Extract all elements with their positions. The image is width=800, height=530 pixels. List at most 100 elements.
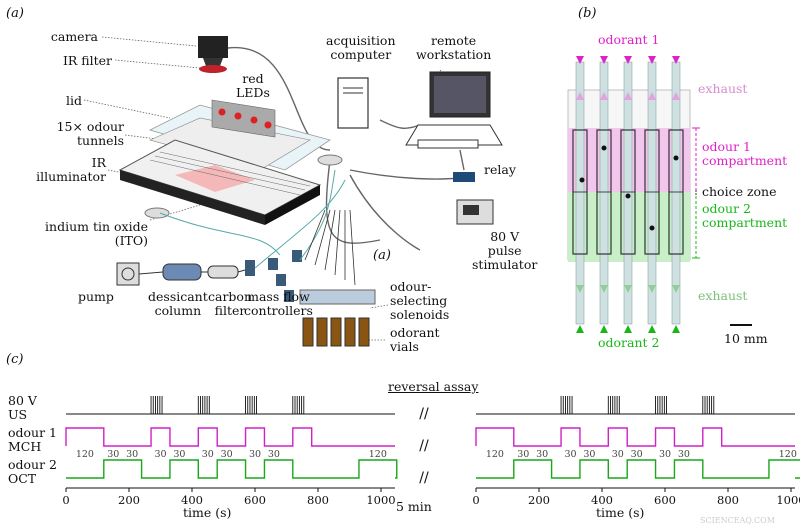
trace-line — [66, 459, 398, 479]
tick-label: 400 — [591, 493, 613, 507]
duration-label: 30 — [107, 449, 119, 460]
arrow-down-icon — [672, 285, 680, 293]
fly-icon — [579, 177, 585, 183]
duration-label: 30 — [202, 449, 214, 460]
label-choice-zone: choice zone — [702, 184, 777, 199]
arrow-up-icon — [600, 92, 608, 100]
tick-label: 600 — [244, 493, 266, 507]
duration-label: 30 — [631, 449, 643, 460]
duration-label: 30 — [612, 449, 624, 460]
arrow-up-icon — [600, 325, 608, 333]
arrow-up-icon — [576, 92, 584, 100]
break-mark: // — [419, 406, 429, 422]
camera-icon — [198, 36, 228, 73]
arrow-up-icon — [624, 325, 632, 333]
tick-label: 200 — [118, 493, 140, 507]
arrow-up-icon — [576, 325, 584, 333]
arrow-down-icon — [648, 285, 656, 293]
label-ito: indium tin oxide(ITO) — [45, 219, 148, 248]
vials-icon — [299, 289, 376, 347]
arrow-down-icon — [600, 56, 608, 64]
timeline-title: reversal assay — [388, 379, 479, 394]
tick-label: 1000 — [776, 493, 800, 507]
label-scale: 10 mm — [724, 331, 768, 346]
break-mark: // — [419, 470, 429, 486]
duration-label: 120 — [486, 449, 504, 460]
tick-label: 200 — [528, 493, 550, 507]
xlabel-right: time (s) — [596, 505, 645, 520]
duration-label: 30 — [536, 449, 548, 460]
label-odorant-1: odorant 1 — [598, 32, 660, 47]
arrow-down-icon — [624, 285, 632, 293]
arrow-down-icon — [648, 56, 656, 64]
panel-label-b: (b) — [578, 6, 597, 21]
tick-label: 800 — [307, 493, 329, 507]
duration-label: 30 — [126, 449, 138, 460]
label-camera: camera — [50, 29, 98, 44]
label-exhaust-top: exhaust — [698, 81, 748, 96]
duration-label: 30 — [564, 449, 576, 460]
duration-label: 120 — [779, 449, 797, 460]
duration-label: 30 — [517, 449, 529, 460]
duration-label: 30 — [173, 449, 185, 460]
duration-label: 30 — [221, 449, 233, 460]
label-lid: lid — [66, 93, 82, 108]
duration-label: 30 — [583, 449, 595, 460]
label-relay: relay — [484, 162, 516, 177]
tick-label: 600 — [654, 493, 676, 507]
mass-flow-icon — [245, 260, 255, 276]
duration-label: 30 — [268, 449, 280, 460]
fly-icon — [673, 155, 679, 161]
fly-icon — [625, 193, 631, 199]
label-ir-filter: IR filter — [62, 53, 112, 68]
label-pump: pump — [78, 289, 114, 304]
tick-label: 0 — [62, 493, 69, 507]
arrow-up-icon — [648, 325, 656, 333]
tick-label: 1000 — [366, 493, 395, 507]
arrow-down-icon — [576, 56, 584, 64]
watermark: SCIENCEAQ.COM — [700, 516, 775, 525]
fly-icon — [649, 225, 655, 231]
gap-label: 5 min — [396, 499, 432, 514]
panel-label-c: (c) — [6, 352, 24, 367]
duration-label: 30 — [659, 449, 671, 460]
arrow-down-icon — [624, 56, 632, 64]
trace-line — [65, 427, 395, 447]
tick-label: 400 — [181, 493, 203, 507]
duration-label: 120 — [369, 449, 387, 460]
duration-label: 30 — [154, 449, 166, 460]
panel-label-a-inset: (a) — [373, 248, 391, 263]
duration-label: 120 — [76, 449, 94, 460]
arrow-down-icon — [576, 285, 584, 293]
arrow-down-icon — [600, 285, 608, 293]
arrow-up-icon — [672, 325, 680, 333]
label-odorant-2: odorant 2 — [598, 335, 660, 350]
ir-filter-icon — [199, 65, 227, 73]
acquisition-computer-icon — [337, 77, 369, 129]
remote-workstation-icon — [405, 71, 503, 149]
tick-label: 0 — [472, 493, 479, 507]
relay-icon — [453, 172, 475, 182]
panel-label-a: (a) — [6, 6, 24, 21]
fly-icon — [601, 145, 607, 151]
xlabel-left: time (s) — [183, 505, 232, 520]
arrow-down-icon — [672, 56, 680, 64]
trace-line — [476, 459, 800, 479]
arrow-up-icon — [672, 92, 680, 100]
